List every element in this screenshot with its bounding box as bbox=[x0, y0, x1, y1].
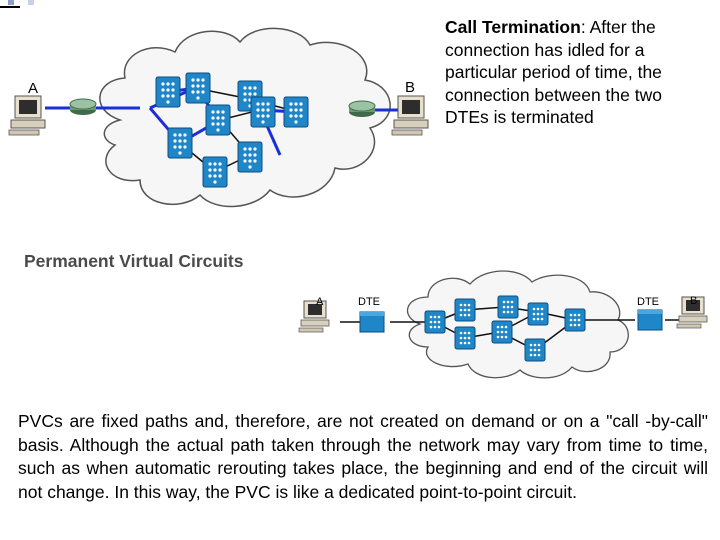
label-b: B bbox=[405, 79, 415, 96]
dte-right-box bbox=[637, 309, 663, 331]
pvc-title: Permanent Virtual Circuits bbox=[24, 251, 244, 271]
pvc-switch-8 bbox=[564, 308, 586, 332]
pvc-computer-a bbox=[298, 300, 330, 333]
network-cloud bbox=[99, 27, 391, 208]
pvc-label-dte-left: DTE bbox=[358, 296, 380, 308]
switched-network-diagram: A B bbox=[8, 27, 429, 208]
switch-7 bbox=[167, 127, 193, 159]
pvc-network-cloud bbox=[406, 270, 629, 379]
call-termination-body: : After the connection has idled for a p… bbox=[445, 17, 662, 127]
pvc-switch-3 bbox=[454, 326, 476, 350]
pvc-description: PVCs are fixed paths and, therefore, are… bbox=[18, 411, 708, 502]
pvc-label-a: A bbox=[316, 296, 324, 308]
pvc-switch-2 bbox=[454, 298, 476, 322]
pvc-switch-4 bbox=[497, 295, 519, 319]
pvc-switch-6 bbox=[491, 320, 513, 344]
pvc-switch-5 bbox=[527, 302, 549, 326]
switch-4 bbox=[205, 104, 231, 136]
switch-1 bbox=[155, 76, 181, 108]
switch-2 bbox=[185, 72, 211, 104]
router-a bbox=[69, 98, 97, 116]
call-termination-heading: Call Termination bbox=[445, 17, 581, 37]
switch-8 bbox=[237, 141, 263, 173]
call-termination-text: Call Termination: After the connection h… bbox=[445, 16, 710, 129]
dte-left-box bbox=[359, 311, 385, 333]
switch-6 bbox=[283, 96, 309, 128]
switch-5 bbox=[250, 96, 276, 128]
pvc-network-diagram: A DTE DTE B bbox=[298, 270, 708, 379]
router-b bbox=[348, 100, 376, 118]
corner-decoration bbox=[0, 0, 34, 6]
computer-b bbox=[391, 95, 429, 136]
switch-9 bbox=[202, 156, 228, 188]
pvc-label-dte-right: DTE bbox=[637, 296, 659, 308]
label-a: A bbox=[28, 80, 38, 97]
pvc-label-b: B bbox=[690, 295, 697, 307]
pvc-switch-7 bbox=[524, 338, 546, 362]
pvc-switch-1 bbox=[424, 310, 446, 334]
computer-a bbox=[8, 95, 46, 136]
corner-divider bbox=[0, 6, 20, 8]
